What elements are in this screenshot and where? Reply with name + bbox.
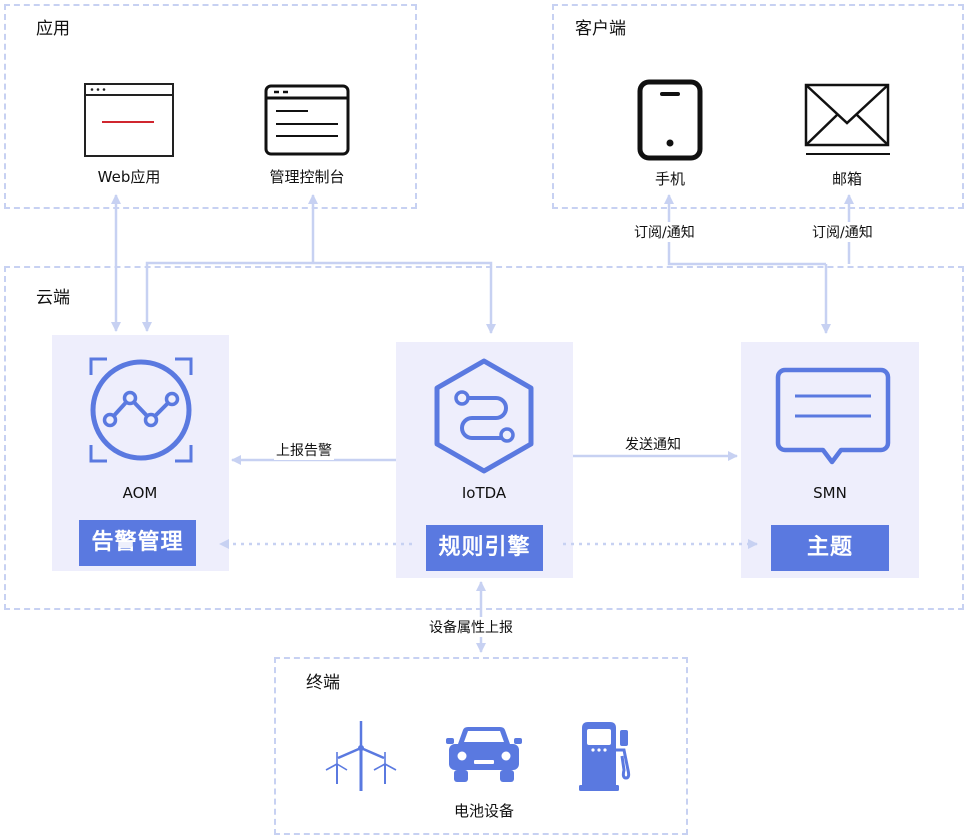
edge-label-device-report: 设备属性上报	[427, 617, 515, 637]
envelope-icon	[804, 83, 890, 155]
group-cloud-title: 云端	[36, 288, 70, 308]
aom-label: AOM	[122, 484, 158, 502]
group-client	[552, 4, 964, 209]
phone-label: 手机	[654, 170, 685, 188]
battery-device-label: 电池设备	[453, 802, 514, 820]
edge-phone-smn	[664, 194, 826, 266]
mail-label: 邮箱	[831, 170, 862, 188]
edge-console-aom	[142, 261, 313, 332]
rule-engine-tag[interactable]: 规则引擎	[426, 525, 543, 571]
topic-tag[interactable]: 主题	[771, 525, 889, 571]
smn-label: SMN	[813, 484, 847, 502]
edge-label-send-notice: 发送通知	[623, 434, 683, 454]
iotda-label: IoTDA	[461, 484, 507, 502]
group-app	[4, 4, 417, 209]
browser-window-icon	[84, 83, 174, 157]
console-label: 管理控制台	[269, 168, 345, 186]
electric-car-icon	[446, 727, 522, 782]
group-terminal-title: 终端	[306, 673, 340, 693]
charging-station-icon	[579, 722, 631, 791]
monitoring-chart-icon	[89, 357, 193, 463]
group-app-title: 应用	[36, 19, 70, 39]
message-bubble-icon	[775, 367, 891, 465]
console-window-icon	[264, 84, 350, 156]
edge-label-subscribe-phone: 订阅/通知	[632, 222, 697, 242]
mobile-phone-icon	[637, 79, 703, 161]
edge-label-report-alarm: 上报告警	[274, 440, 334, 460]
wind-turbine-icon	[325, 721, 397, 791]
edge-console-iotda	[313, 261, 496, 334]
group-terminal	[274, 657, 688, 835]
iot-hexagon-icon	[434, 358, 534, 474]
edge-label-subscribe-mail: 订阅/通知	[810, 222, 875, 242]
web-app-label: Web应用	[97, 168, 161, 186]
alarm-mgmt-tag[interactable]: 告警管理	[79, 520, 196, 566]
group-client-title: 客户端	[575, 19, 626, 39]
